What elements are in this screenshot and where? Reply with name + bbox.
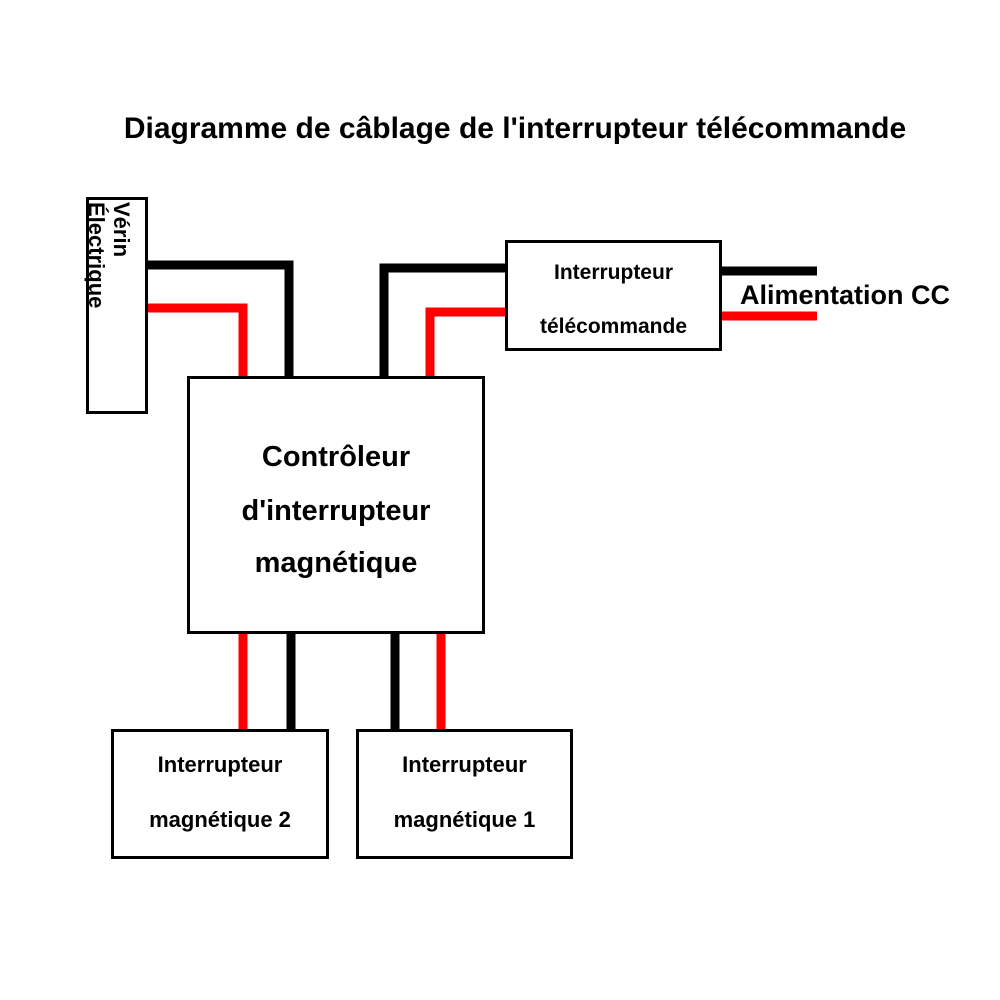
actuator-label-line1: Vérin [109,202,134,258]
actuator-box: Vérin Électrique [84,197,148,414]
actuator-label-line2: Électrique [84,202,109,309]
remote-switch-box: Interrupteur télécommande [505,240,722,351]
actuator-black-wire [148,260,294,378]
remote-switch-label-line1: Interrupteur [553,261,673,284]
remote-red-wire [425,307,506,378]
diagram-title: Diagramme de câblage de l'interrupteur t… [123,112,907,145]
controller-label-line3: magnétique [254,547,418,579]
controller-label-line1: Contrôleur [261,441,411,473]
magnetic-switch-2-label-line1: Interrupteur [157,752,283,777]
magnetic-switch-2-box: Interrupteur magnétique 2 [111,729,329,859]
actuator-red-wire [148,303,248,378]
magnetic-switch-2-label-line2: magnétique 2 [149,807,291,832]
power-supply-label: Alimentation CC [740,280,951,310]
controller-label-line2: d'interrupteur [241,495,431,527]
controller-box: Contrôleur d'interrupteur magnétique [187,376,485,634]
magnetic-switch-1-box: Interrupteur magnétique 1 [356,729,573,859]
remote-switch-label-line2: télécommande [539,315,688,338]
magnetic-switch-1-label-line1: Interrupteur [402,752,527,777]
remote-black-wire [379,263,506,378]
magnetic-switch-1-label-line2: magnétique 1 [393,807,536,832]
